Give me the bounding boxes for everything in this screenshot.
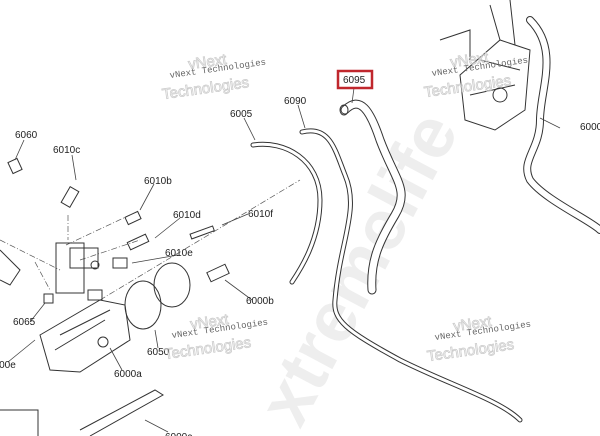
clamp-1 [124,280,162,330]
hose-6090 [299,128,523,423]
fitting-6010c [60,186,80,208]
hose-6095 [339,99,406,295]
callout-6050[interactable]: 6050 [147,347,170,358]
callout-6090[interactable]: 6090 [284,96,307,107]
callout-6010e[interactable]: 6010e [165,248,193,259]
callout-6010c[interactable]: 6010c [53,145,80,156]
svg-text:vNext: vNext [452,313,493,335]
watermark-big: xtremelife [243,100,473,436]
hose-6000 [523,16,600,234]
callout-6095[interactable]: 6095 [343,75,366,86]
pump-6000a [39,289,131,373]
callout-6005[interactable]: 6005 [230,109,253,120]
callout-6060[interactable]: 6060 [15,130,38,141]
plate-6000c [79,389,164,436]
valve-block [55,242,100,294]
callout-6000e[interactable]: 6000e [0,360,16,371]
watermark-vnext-2: vNext vNext Technologies Technologies [423,49,529,102]
fitting-6010d [126,233,150,251]
fitting-6010b [124,210,142,226]
watermark-vnext-4: vNext vNext Technologies Technologies [426,313,532,366]
highlight-box-6095 [336,69,374,90]
watermark-vnext-3: vNext vNext Technologies Technologies [163,311,269,364]
callout-6010f[interactable]: 6010f [248,209,273,220]
connector-6010e [112,257,128,269]
hose-6005 [250,141,323,285]
frame-box [0,409,39,436]
callout-6000c[interactable]: 6000c [165,432,192,436]
svg-text:vNext: vNext [187,51,228,73]
pump-assembly-top [439,0,531,131]
watermark-vnext-1: vNext vNext Technologies Technologies [161,51,267,104]
fitting-6010f [189,225,215,240]
svg-text:vNext: vNext [189,311,230,333]
bolt-6065 [43,293,54,304]
callout-6000[interactable]: 6000 [580,122,600,133]
callout-6065[interactable]: 6065 [13,317,36,328]
bracket-left [0,249,21,286]
callout-6000a[interactable]: 6000a [114,369,142,380]
bolt-6060 [7,157,23,175]
svg-text:vNext: vNext [449,49,490,71]
callout-6000b[interactable]: 6000b [246,296,274,307]
fitting-6000b [206,263,230,283]
clamp-2 [153,262,191,308]
callout-6010b[interactable]: 6010b [144,176,172,187]
callout-6010d[interactable]: 6010d [173,210,201,221]
